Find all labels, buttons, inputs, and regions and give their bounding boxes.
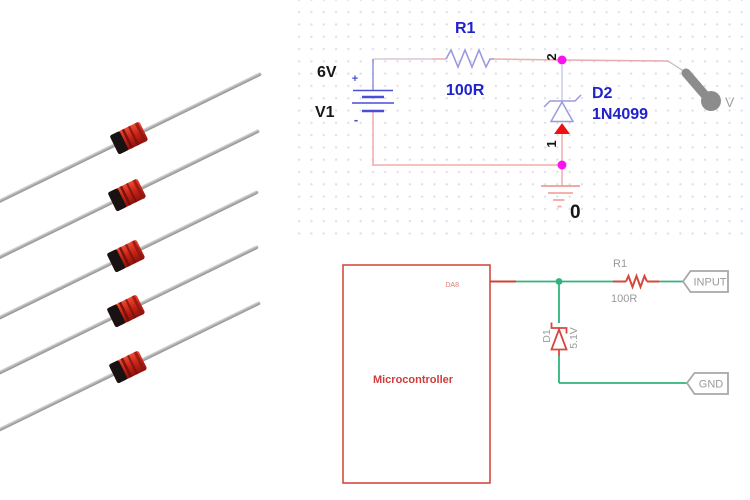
junction-dot-top [557,55,567,65]
diode-body-stripe [132,179,145,200]
battery-symbol: + - [352,59,394,127]
zener-ref-label: D2 [592,85,613,102]
voltage-probe: V [667,60,735,111]
resistor-value-label: 100R [446,82,485,99]
zener-cathode-bar [543,94,582,108]
wire-top [493,58,563,61]
diode-body-stripe [126,354,139,375]
diode-body-stripe [118,301,131,322]
zener-triangle [550,326,568,351]
diode-body-stripe [133,351,146,372]
resistor-symbol [445,47,494,70]
diode-body-stripe [125,182,138,203]
mcu-pin-label: DA8 [445,282,459,289]
diode-cathode-band [108,188,126,211]
gnd-flag-label: GND [699,379,724,391]
zener-pin-1-label: 1 [544,140,559,147]
zener-ref-label: D1 [541,329,553,343]
diode-photo-5 [0,301,261,433]
resistor-symbol [613,273,659,290]
wire-to-probe [561,59,669,62]
battery-voltage-label: 6V [317,64,337,81]
battery-plus-sign: + [352,73,358,85]
diode-cathode-band [109,360,127,383]
probe-head [701,91,721,111]
diode-photo-4 [0,245,259,377]
multisim-schematic: + - 6V V1 R1 100R 2 1 D2 1N4099 [315,20,735,223]
zener-part-label: 1N4099 [592,106,648,123]
diode-photo-3 [0,190,259,322]
probe-handle [681,68,710,100]
eagle-schematic: Microcontroller DA8 R1 100R INPUT D1 5.1… [342,258,729,484]
zener-anode-arrow [554,123,570,134]
zener-diode-symbol [543,64,582,134]
zener-triangle [549,100,575,123]
input-flag-label: INPUT [694,277,727,289]
diode-body-stripe [124,243,137,264]
zener-value-label: 5.1V [568,327,580,349]
resistor-ref-label: R1 [455,20,476,37]
diode-cathode-band [110,131,128,154]
probe-label: V [725,94,735,110]
diode-body-stripe [124,298,137,319]
ground-net-label: 0 [570,202,581,223]
ground-symbol [541,185,580,208]
diode-body-stripe [121,128,134,149]
diode-photo-1 [0,72,262,204]
battery-ref-label: V1 [315,104,335,121]
input-flag: INPUT [681,270,729,293]
junction-dot-bottom [557,160,567,170]
diode-cathode-band [107,304,125,327]
diode-body-stripe [119,185,132,206]
battery-minus-sign: - [354,112,358,127]
mcu-label: Microcontroller [373,374,454,386]
diode-body-stripe [131,295,144,316]
diode-body-stripe [127,125,140,146]
resistor-ref-label: R1 [613,258,627,270]
diode-body-stripe [131,240,144,261]
diode-body-stripe [118,246,131,267]
schematic-grid-background [288,0,750,236]
zener-diodes-photo [0,72,262,433]
gnd-flag: GND [685,372,729,395]
resistor-zigzag [625,273,648,290]
diode-body-stripe [134,122,147,143]
probe-tip-wire [667,60,686,73]
diode-body-stripe [120,357,133,378]
input-flag-outline [681,270,729,293]
zener-pin-2-label: 2 [544,53,559,60]
diode-cathode-band [107,249,125,272]
mcu-box [342,264,491,484]
zener-diode-symbol [550,322,568,356]
resistor-value-label: 100R [611,293,637,305]
gnd-flag-outline [685,372,729,395]
diode-photo-2 [0,129,260,261]
